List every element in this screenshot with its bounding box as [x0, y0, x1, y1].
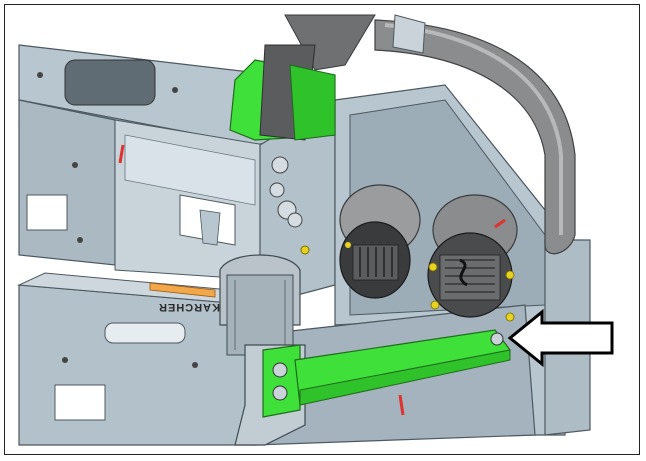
right-motor: [427, 194, 518, 322]
figure-frame: KARCHER: [4, 4, 640, 455]
bolt-stack: [269, 156, 310, 255]
green-support-arm: [262, 329, 512, 418]
arrow-callout: [507, 308, 614, 368]
left-motor: [339, 184, 421, 299]
karcher-decal: KARCHER: [149, 282, 220, 313]
decal-text: KARCHER: [158, 301, 220, 313]
green-handle-clamp: [229, 44, 336, 141]
tube-clamp-bracket: [219, 254, 301, 356]
assembly-illustration: KARCHER: [17, 14, 614, 446]
